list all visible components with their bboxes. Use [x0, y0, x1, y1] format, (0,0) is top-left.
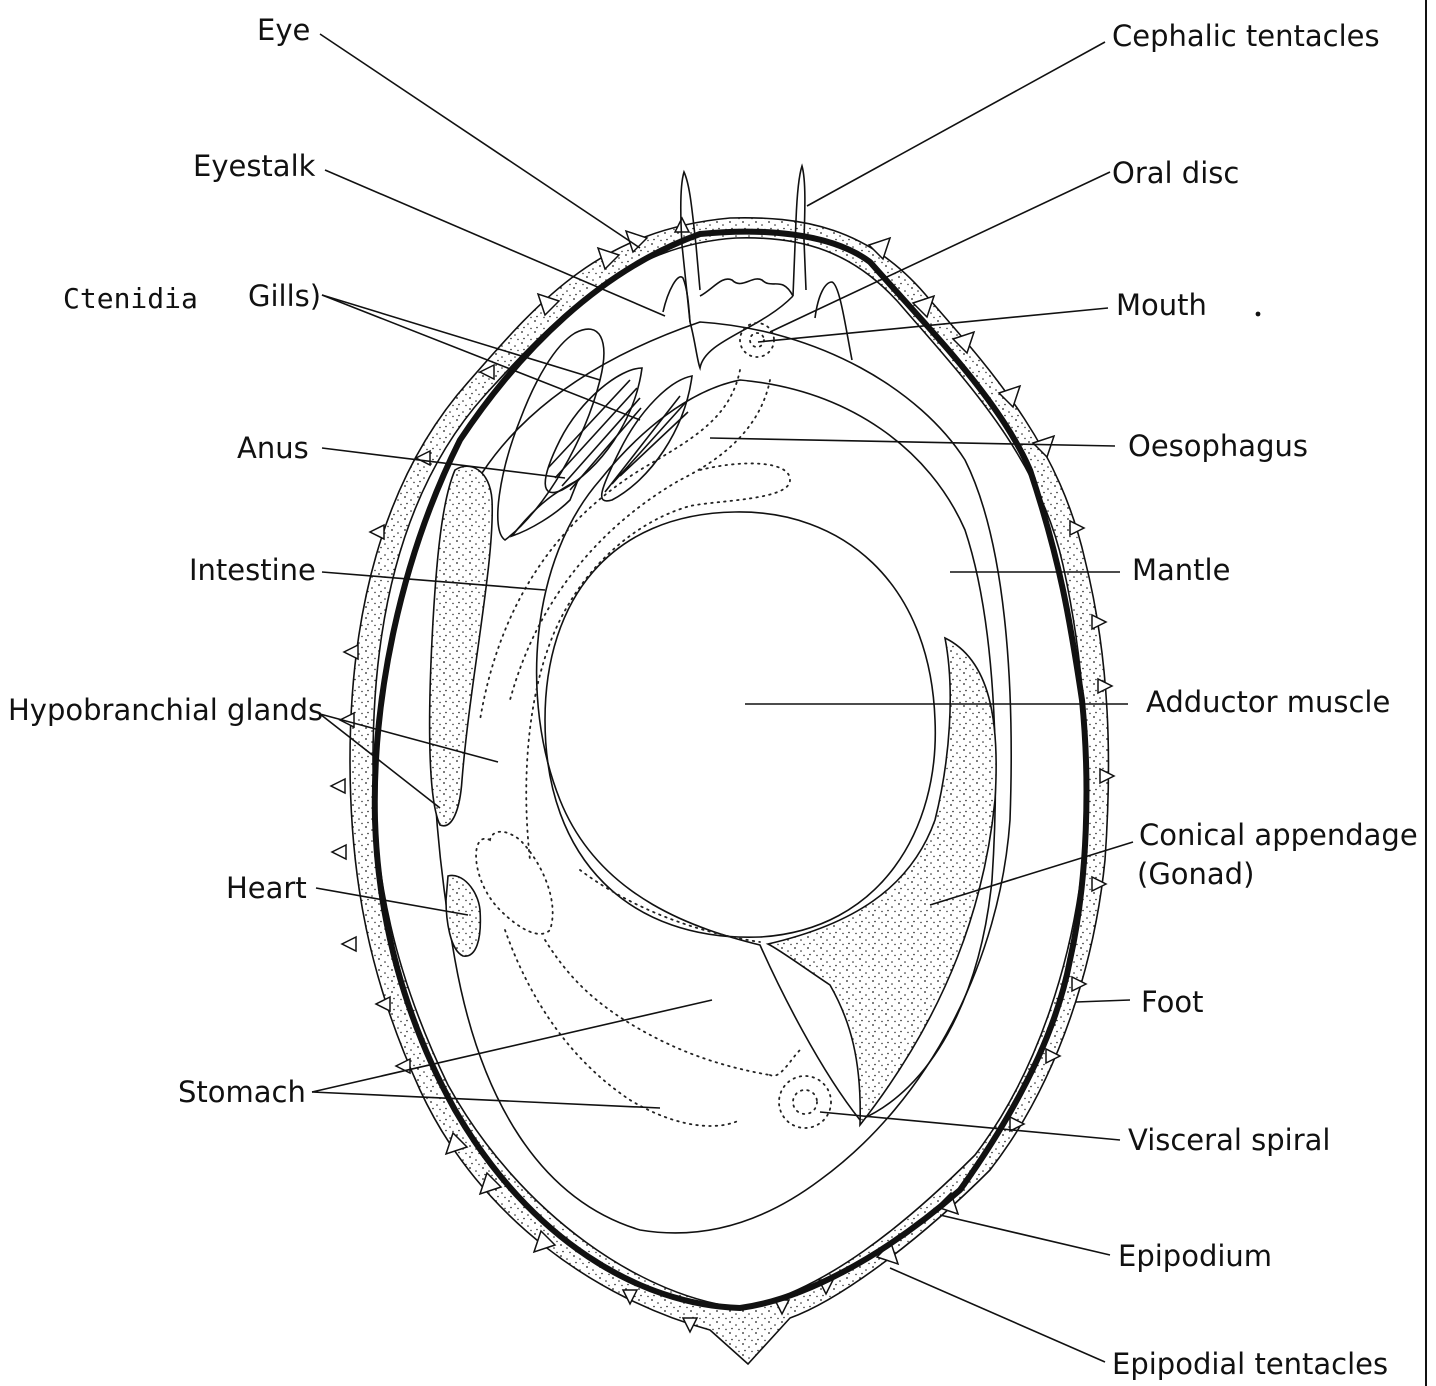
epipodial-tentacle [331, 779, 345, 793]
label-gills: Gills) [248, 279, 321, 313]
epipodial-tentacle [344, 645, 358, 659]
visceral-spiral [779, 1076, 831, 1128]
stray-mark [1256, 312, 1261, 317]
label-visceral-spiral: Visceral spiral [1128, 1123, 1330, 1157]
label-ctenidia: Ctenidia [63, 282, 198, 315]
mouth [740, 323, 774, 357]
label-mantle: Mantle [1132, 553, 1230, 587]
epipodial-tentacle [376, 997, 390, 1011]
label-gonad: (Gonad) [1137, 857, 1254, 891]
hypobranchial-gland-band [430, 466, 493, 826]
label-eye: Eye [257, 13, 310, 47]
label-anus: Anus [237, 431, 309, 465]
heart [446, 875, 480, 956]
label-epipodial-tentacles: Epipodial tentacles [1112, 1347, 1388, 1381]
label-epipodium: Epipodium [1118, 1239, 1272, 1273]
label-hypobranchial-glands: Hypobranchial glands [8, 693, 323, 727]
label-conical-appendage: Conical appendage [1139, 818, 1418, 852]
label-foot: Foot [1141, 985, 1204, 1019]
label-oral-disc: Oral disc [1112, 156, 1239, 190]
epipodial-tentacle [332, 845, 346, 859]
ctenidia-gills [498, 329, 692, 540]
label-oesophagus: Oesophagus [1128, 429, 1308, 463]
label-cephalic-tentacles: Cephalic tentacles [1112, 19, 1380, 53]
digestive-tract [476, 370, 831, 1128]
epipodial-tentacle [342, 937, 356, 951]
epipodial-tentacle [370, 525, 384, 539]
label-intestine: Intestine [189, 553, 316, 587]
label-heart: Heart [226, 871, 307, 905]
mantle-outer [433, 322, 1012, 1233]
label-eyestalk: Eyestalk [193, 149, 316, 183]
adductor-muscle [545, 512, 935, 937]
label-stomach: Stomach [178, 1075, 306, 1109]
label-mouth: Mouth [1116, 288, 1207, 322]
label-adductor-muscle: Adductor muscle [1146, 685, 1390, 719]
